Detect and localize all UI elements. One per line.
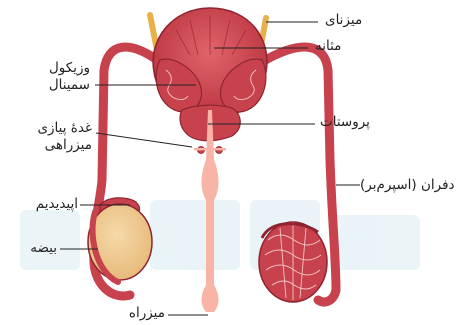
label-seminal-vesicle: وزیکول سمینال bbox=[10, 60, 90, 94]
label-bulbourethral-gland: غدهٔ پیازی میزراهی bbox=[6, 120, 92, 154]
label-vas-deferens: دفران (اسپرم‌بر) bbox=[360, 177, 455, 194]
label-prostate: پروستات bbox=[320, 114, 370, 131]
label-testis: بیضه bbox=[30, 240, 57, 257]
label-ureter: میزنای bbox=[325, 12, 362, 29]
watermark bbox=[20, 200, 420, 270]
label-epididymis: اپیدیدیم bbox=[36, 196, 78, 213]
label-bladder: مثانه bbox=[315, 38, 341, 55]
urethra-bar bbox=[194, 148, 226, 150]
testis bbox=[88, 204, 152, 280]
label-urethra: میزراه bbox=[129, 305, 165, 322]
